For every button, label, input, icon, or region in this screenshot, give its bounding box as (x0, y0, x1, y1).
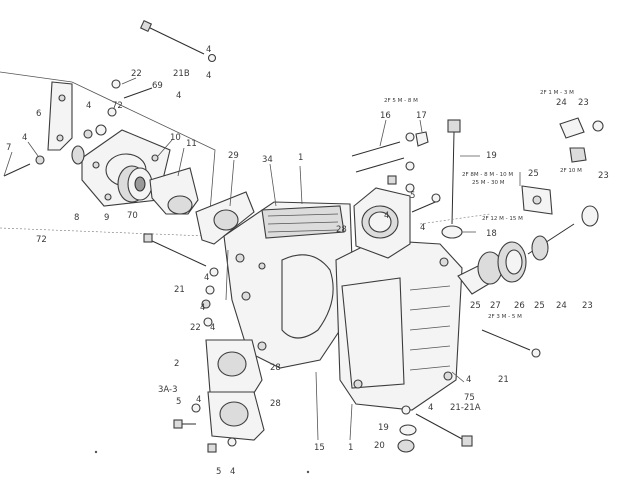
label-17: 17 (416, 111, 427, 121)
label-6: 6 (36, 109, 41, 119)
label-69: 69 (152, 81, 163, 91)
label-22: 22 (131, 69, 142, 79)
label-4: 4 (230, 467, 235, 477)
label-21b: 21B (173, 69, 190, 79)
label-4: 4 (420, 223, 425, 233)
spec-note: 25 M - 30 M (472, 180, 505, 186)
label-26: 26 (514, 301, 525, 311)
bolts-middle (387, 175, 441, 213)
gear-shaft-right (457, 205, 599, 295)
label-7: 7 (6, 143, 11, 153)
label-4: 4 (466, 375, 471, 385)
label-21-21a: 21-21A (450, 403, 481, 413)
label-4: 4 (204, 273, 209, 283)
spec-note: 2F 5 M - 8 M (384, 98, 418, 104)
label-15: 15 (314, 443, 325, 453)
label-4: 4 (196, 395, 201, 405)
label-2: 2 (174, 359, 179, 369)
cover-plate-lower (205, 339, 265, 441)
gasket-29 (195, 191, 255, 245)
right-housing (335, 239, 463, 411)
spec-note: 2F 3 M - 5 M (488, 314, 522, 320)
label-4: 4 (86, 101, 91, 111)
label-19: 19 (486, 151, 497, 161)
label-5: 5 (216, 467, 221, 477)
label-70: 70 (127, 211, 138, 221)
spec-note: 2F 1 M - 3 M (540, 90, 574, 96)
dipstick-19 (441, 119, 463, 239)
spec-note: 2F 8M - 8 M - 10 M (462, 172, 513, 178)
spec-notes: 2F 5 M - 8 M 2F 1 M - 3 M 2F 8M - 8 M - … (384, 90, 582, 320)
spec-note: 2F 10 M (560, 168, 582, 174)
label-19: 19 (378, 423, 389, 433)
bracket-plate (47, 81, 73, 151)
label-4: 4 (206, 45, 211, 55)
label-25: 25 (534, 301, 545, 311)
label-24: 24 (556, 301, 567, 311)
callout-labels: 4 22 21B 4 69 4 6 4 72 4 7 10 11 8 9 70 … (6, 45, 609, 477)
label-28: 28 (336, 225, 347, 235)
label-72: 72 (112, 101, 123, 111)
label-20: 20 (374, 441, 385, 451)
label-21: 21 (174, 285, 185, 295)
label-25: 25 (528, 169, 539, 179)
label-75: 75 (464, 393, 475, 403)
label-23: 23 (582, 301, 593, 311)
label-21: 21 (498, 375, 509, 385)
label-28: 28 (270, 399, 281, 409)
label-8: 8 (74, 213, 79, 223)
label-29: 29 (228, 151, 239, 161)
long-bolt-right (481, 329, 541, 358)
gasket-25 (521, 185, 553, 215)
small-bolts-lower-left (173, 403, 237, 453)
label-4: 4 (176, 91, 181, 101)
label-4: 4 (384, 211, 389, 221)
studs-16 (351, 131, 429, 173)
long-bolt-left (143, 233, 219, 277)
label-11: 11 (186, 139, 197, 149)
label-4: 4 (206, 71, 211, 81)
label-22: 22 (190, 323, 201, 333)
label-4: 4 (428, 403, 433, 413)
main-housing (223, 201, 353, 369)
label-5: 5 (410, 191, 415, 201)
long-bolt-top (139, 19, 217, 63)
label-23: 23 (598, 171, 609, 181)
label-5: 5 (176, 397, 181, 407)
gear-70 (117, 165, 153, 203)
label-1: 1 (348, 443, 353, 453)
label-23: 23 (578, 98, 589, 108)
label-4: 4 (210, 323, 215, 333)
label-16: 16 (380, 111, 391, 121)
bearing-block (353, 187, 411, 259)
stud-bolt-69 (3, 79, 153, 177)
label-1: 1 (298, 153, 303, 163)
label-18: 18 (486, 229, 497, 239)
label-4: 4 (200, 303, 205, 313)
stray-marks (94, 450, 310, 474)
label-72: 72 (36, 235, 47, 245)
spec-note: 2F 12 M - 15 M (482, 216, 523, 222)
label-25: 25 (470, 301, 481, 311)
label-28: 28 (270, 363, 281, 373)
label-9: 9 (104, 213, 109, 223)
label-24: 24 (556, 98, 567, 108)
label-10: 10 (170, 133, 181, 143)
label-4: 4 (22, 133, 27, 143)
label-27: 27 (490, 301, 501, 311)
bottom-bolt-and-plugs (397, 405, 473, 453)
leader-lines (3, 77, 521, 441)
label-3a3: 3A-3 (158, 385, 178, 395)
label-34: 34 (262, 155, 273, 165)
pin-24-23 (559, 117, 604, 163)
shaft-housing-11 (149, 167, 199, 215)
small-bolts-left (201, 285, 215, 327)
